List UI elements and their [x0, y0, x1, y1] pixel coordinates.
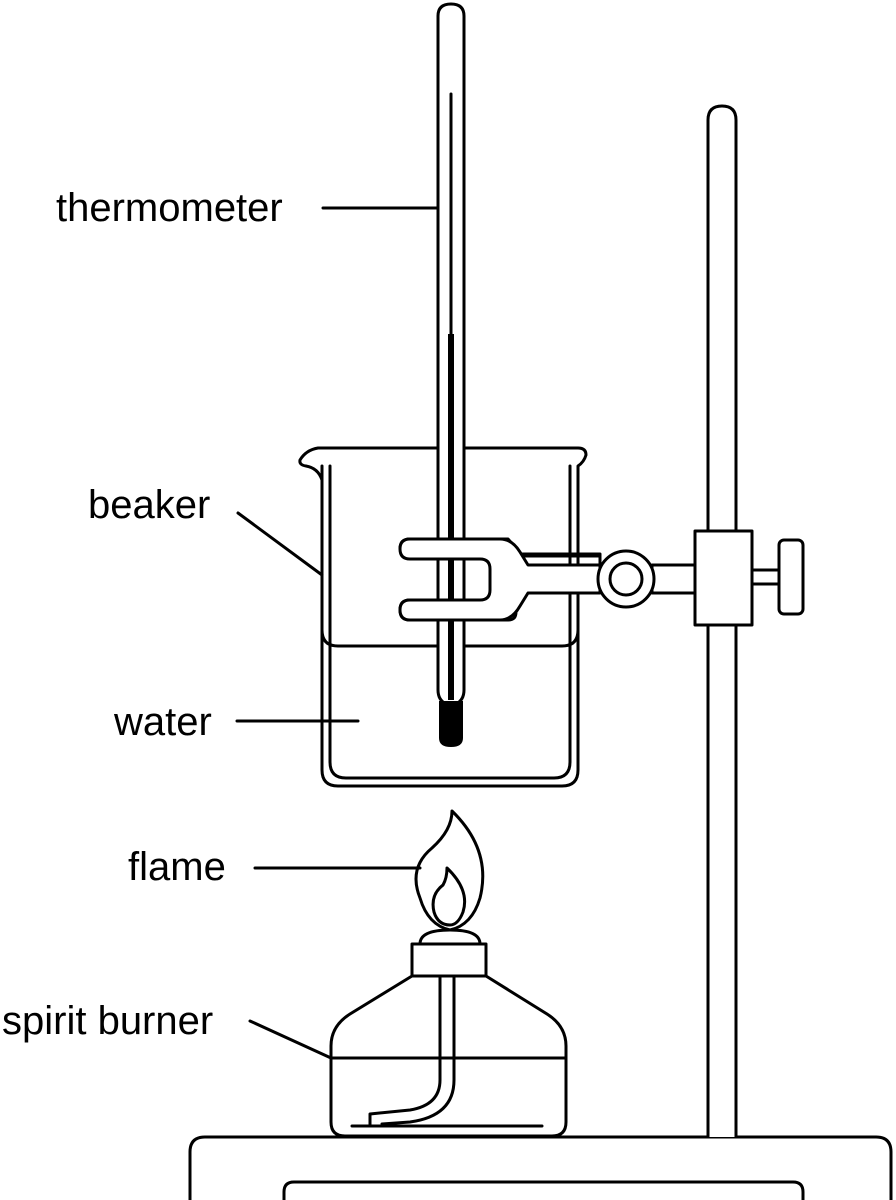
beaker-leader-line — [236, 511, 324, 577]
label-flame: flame — [128, 845, 226, 889]
clamp — [398, 529, 805, 627]
thermometer-bulb — [439, 701, 463, 748]
spirit-burner-leader-line — [248, 1019, 333, 1060]
spirit-burner — [329, 928, 568, 1138]
thermometer — [436, 2, 466, 748]
boss-head — [693, 529, 754, 627]
flame — [414, 809, 485, 932]
label-beaker: beaker — [88, 483, 210, 527]
clamp-screw-knob — [777, 538, 805, 616]
stand-base — [188, 1135, 893, 1200]
label-thermometer: thermometer — [56, 186, 283, 230]
label-spirit-burner: spirit burner — [2, 999, 213, 1043]
label-water: water — [113, 700, 212, 744]
